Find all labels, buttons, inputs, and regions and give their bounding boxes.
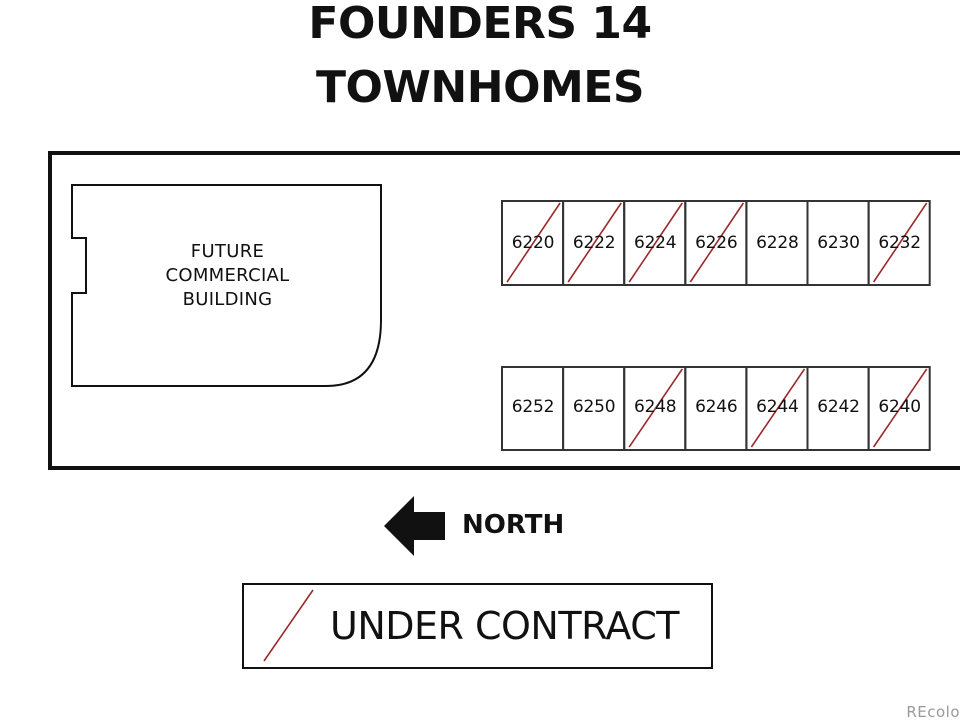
unit-number-6244: 6244 bbox=[756, 397, 799, 417]
under-contract-slash-6226 bbox=[689, 202, 745, 283]
under-contract-slash-6244 bbox=[750, 368, 806, 448]
unit-number-6222: 6222 bbox=[572, 233, 616, 253]
townhome-unit-6232 bbox=[867, 200, 931, 286]
unit-number-6248: 6248 bbox=[633, 397, 677, 417]
unit-number-6246: 6246 bbox=[695, 397, 738, 417]
unit-number-6224: 6224 bbox=[633, 233, 677, 253]
under-contract-slash-6224 bbox=[628, 202, 683, 283]
under-contract-slash-6222 bbox=[567, 202, 622, 283]
under-contract-slash-6248 bbox=[628, 368, 683, 448]
north-arrow-icon bbox=[384, 496, 445, 556]
under-contract-slash-icon bbox=[263, 589, 314, 662]
townhome-unit-6240 bbox=[867, 366, 931, 451]
north-label: NORTH bbox=[462, 510, 565, 540]
building-label-line-2: COMMERCIAL bbox=[165, 265, 290, 286]
unit-number-6242: 6242 bbox=[817, 397, 860, 417]
page-title-line-2: TOWNHOMES bbox=[315, 62, 645, 113]
unit-number-6228: 6228 bbox=[756, 233, 799, 253]
unit-number-6250: 6250 bbox=[572, 397, 616, 417]
legend-label: UNDER CONTRACT bbox=[330, 604, 680, 648]
under-contract-slash-6220 bbox=[506, 202, 561, 283]
unit-number-6226: 6226 bbox=[695, 233, 738, 253]
watermark: REcolo bbox=[906, 703, 960, 721]
unit-number-6252: 6252 bbox=[511, 397, 555, 417]
townhome-row-bottom bbox=[501, 366, 931, 451]
unit-number-6232: 6232 bbox=[878, 233, 921, 253]
page-title-line-1: FOUNDERS 14 bbox=[308, 0, 652, 49]
unit-number-6230: 6230 bbox=[817, 233, 860, 253]
under-contract-slash-6232 bbox=[872, 202, 928, 283]
site-boundary bbox=[48, 151, 960, 470]
under-contract-slash-6240 bbox=[872, 368, 928, 448]
townhome-row-top bbox=[501, 200, 931, 286]
unit-number-6220: 6220 bbox=[511, 233, 555, 253]
unit-number-6240: 6240 bbox=[878, 397, 921, 417]
building-label-line-3: BUILDING bbox=[182, 289, 273, 310]
legend-box bbox=[242, 583, 713, 669]
building-label-line-1: FUTURE bbox=[190, 241, 265, 262]
commercial-building-outline bbox=[71, 184, 382, 387]
